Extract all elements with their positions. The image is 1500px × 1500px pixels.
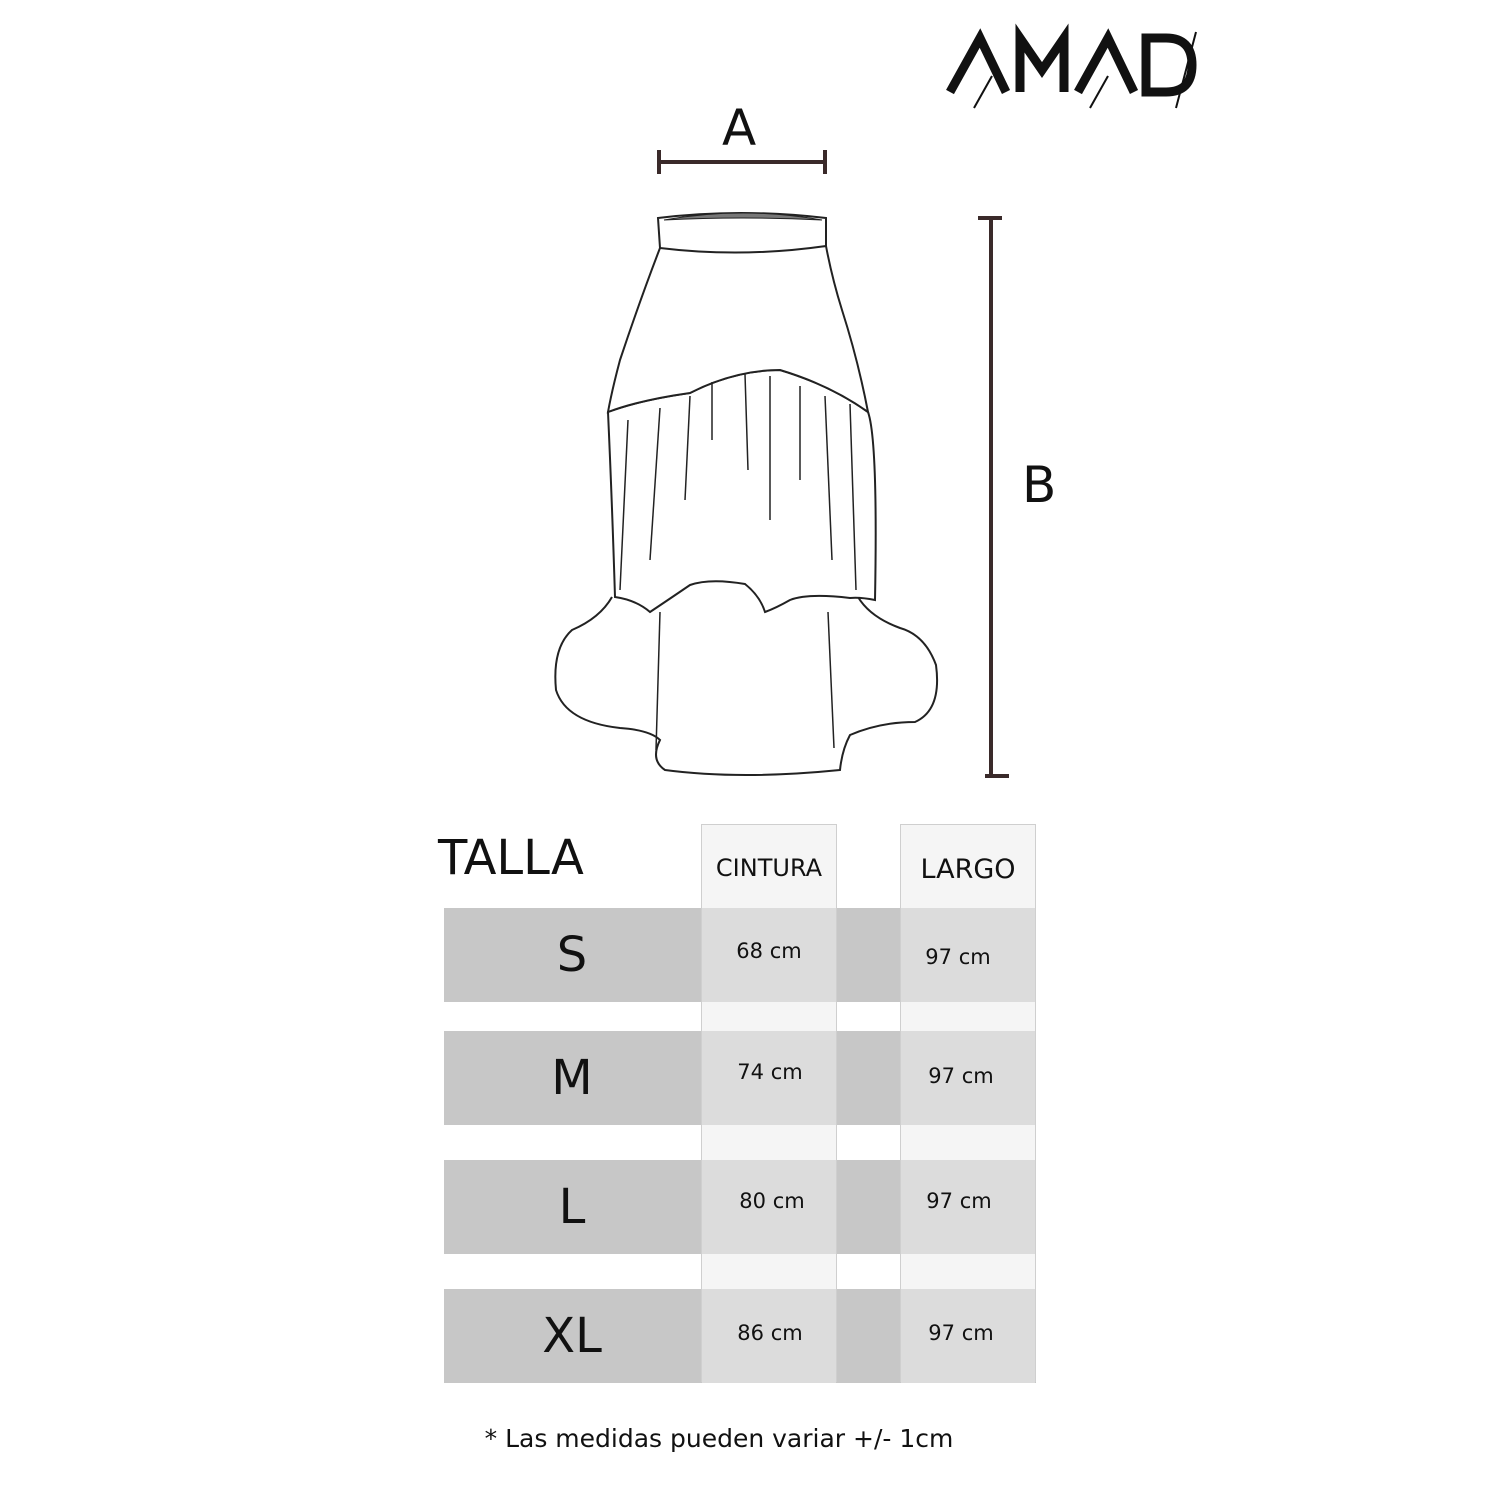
- column-header-largo: LARGO: [920, 854, 1016, 885]
- skirt-body: [606, 244, 870, 415]
- size-label: XL: [542, 1308, 602, 1364]
- dimension-b-line: [978, 216, 1009, 778]
- cintura-value: 86 cm: [737, 1321, 803, 1345]
- size-label: M: [551, 1050, 593, 1106]
- measurement-note: * Las medidas pueden variar +/- 1cm: [484, 1424, 954, 1453]
- skirt-back-hem: [554, 596, 939, 776]
- size-label: S: [556, 927, 588, 983]
- dimension-a-label: A: [722, 99, 757, 157]
- largo-value: 97 cm: [925, 945, 991, 969]
- dimension-b-label: B: [1022, 456, 1057, 514]
- column-header-cintura: CINTURA: [715, 854, 823, 882]
- skirt-diagram: [554, 150, 1009, 778]
- cintura-value: 68 cm: [736, 939, 802, 963]
- ruffle-folds: [619, 373, 857, 591]
- size-label: L: [558, 1179, 586, 1235]
- largo-value: 97 cm: [928, 1321, 994, 1345]
- dimension-a-line: [657, 150, 827, 174]
- largo-value: 97 cm: [926, 1189, 992, 1213]
- skirt-ruffle: [606, 368, 877, 614]
- amad-logo: [946, 23, 1197, 109]
- cintura-value: 80 cm: [739, 1189, 805, 1213]
- cintura-value: 74 cm: [737, 1060, 803, 1084]
- size-header: TALLA: [438, 830, 584, 886]
- largo-value: 97 cm: [928, 1064, 994, 1088]
